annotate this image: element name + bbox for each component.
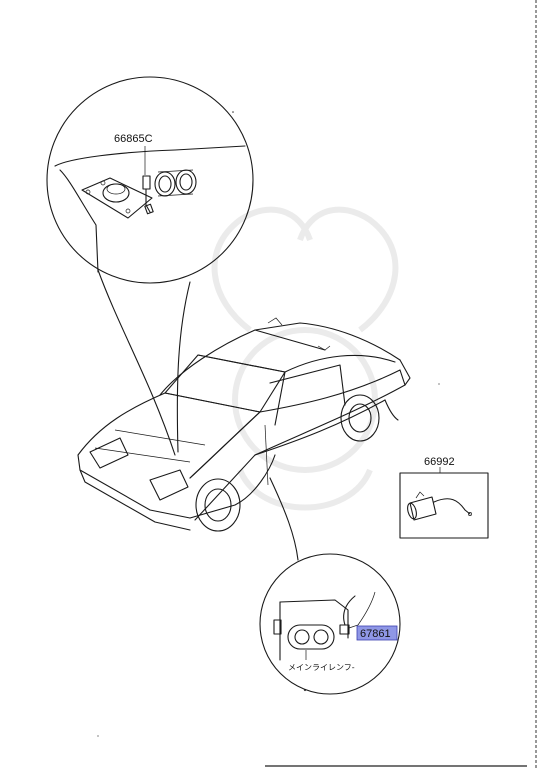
scan-speck: [232, 111, 234, 113]
top-detail-circle: [46, 76, 254, 456]
scan-speck: [438, 383, 440, 385]
part-number-67861[interactable]: 67861: [360, 628, 391, 640]
car-illustration: [77, 317, 411, 561]
watermark-emblem: [211, 206, 399, 511]
highlight-box-67861[interactable]: [356, 625, 398, 641]
scan-speck: [97, 735, 99, 737]
lamp-caption: メインライレンフ-: [288, 663, 355, 672]
bottom-detail-circle: [259, 553, 401, 695]
part-number-66865c: 66865C: [114, 133, 153, 145]
part-number-66992: 66992: [424, 456, 455, 468]
part-box-66992: [399, 467, 489, 539]
